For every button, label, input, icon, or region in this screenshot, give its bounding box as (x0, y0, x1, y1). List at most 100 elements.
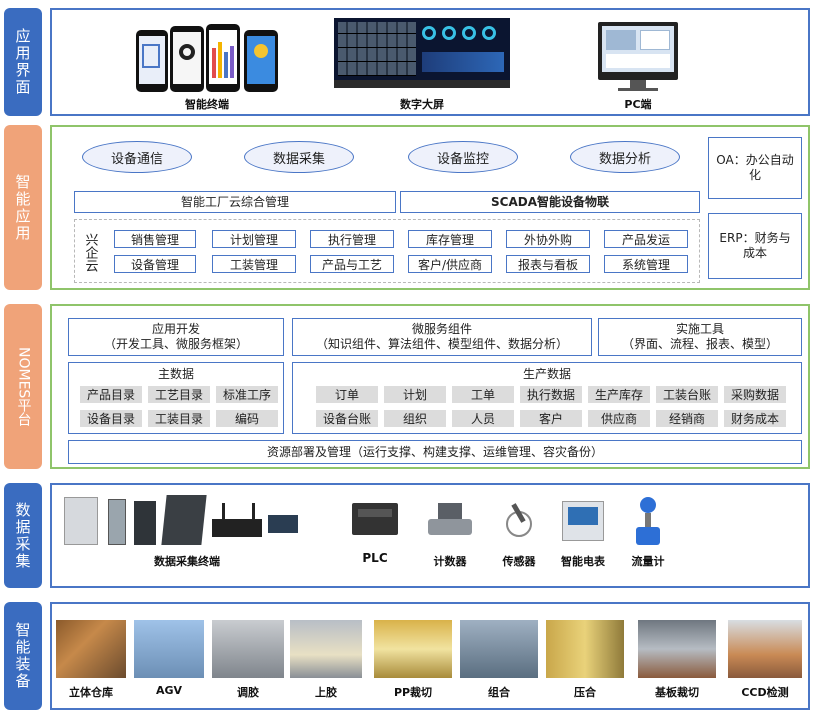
collect-terminal-label: 数据采集终端 (154, 555, 220, 568)
equip-label-assembly: 组合 (488, 686, 510, 699)
equip-image-board-cut (638, 620, 716, 678)
tools-box: 实施工具 （界面、流程、报表、模型） (598, 318, 802, 356)
smart-meter-label: 智能电表 (561, 555, 605, 568)
equip-label-glue-mix: 调胶 (237, 686, 259, 699)
oa-box: OA：办公自动化 (708, 137, 802, 199)
oval-device-comm: 设备通信 (82, 141, 192, 173)
equip-label-agv: AGV (155, 684, 183, 697)
master-item-tooling[interactable]: 工装目录 (148, 410, 210, 427)
platform-layer-panel: 应用开发 （开发工具、微服务框架） 微服务组件 （知识组件、算法组件、模型组件、… (50, 304, 810, 469)
module-outsource[interactable]: 外协外购 (506, 230, 590, 248)
cloud-mgmt-box: 智能工厂云综合管理 (74, 191, 396, 213)
prod-finance[interactable]: 财务成本 (724, 410, 786, 427)
prod-dealer[interactable]: 经销商 (656, 410, 718, 427)
pc-base (618, 88, 658, 91)
module-product-process[interactable]: 产品与工艺 (310, 255, 394, 273)
prod-device-ledger[interactable]: 设备台账 (316, 410, 378, 427)
equip-image-press (546, 620, 624, 678)
equip-image-glue-mix (212, 620, 284, 678)
digital-screen-label: 数字大屏 (400, 98, 444, 111)
resource-mgmt-box: 资源部署及管理（运行支撑、构建支撑、运维管理、容灾备份） (68, 440, 802, 464)
master-item-device[interactable]: 设备目录 (80, 410, 142, 427)
prod-customer[interactable]: 客户 (520, 410, 582, 427)
master-item-process[interactable]: 工艺目录 (148, 386, 210, 403)
prod-supplier[interactable]: 供应商 (588, 410, 650, 427)
master-title: 主数据 (157, 367, 194, 381)
section-label-equipment: 智能装备 (4, 602, 42, 710)
section-label-ui: 应用界面 (4, 8, 42, 116)
module-tooling[interactable]: 工装管理 (212, 255, 296, 273)
sensor-image (502, 503, 536, 539)
equip-label-press: 压合 (574, 686, 596, 699)
pc-monitor-image (598, 22, 678, 80)
cloud-name-label: 兴企云 (82, 232, 98, 272)
prod-staff[interactable]: 人员 (452, 410, 514, 427)
app-dev-box: 应用开发 （开发工具、微服务框架） (68, 318, 284, 356)
prod-plan[interactable]: 计划 (384, 386, 446, 403)
tools-sub: （界面、流程、报表、模型） (621, 337, 778, 351)
equip-label-pp-cut: PP裁切 (393, 686, 433, 699)
equip-label-ccd: CCD检测 (741, 686, 789, 699)
micro-title: 微服务组件 (411, 322, 472, 336)
module-stock[interactable]: 库存管理 (408, 230, 492, 248)
mobile-terminal-label: 智能终端 (185, 98, 229, 111)
prod-title: 生产数据 (522, 367, 571, 381)
collect-layer-panel: 数据采集终端 PLC 计数器 传感器 智能电表 流量计 (50, 483, 810, 588)
module-plan[interactable]: 计划管理 (212, 230, 296, 248)
flow-meter-image (636, 497, 660, 545)
plc-image (352, 503, 398, 535)
master-item-std-step[interactable]: 标准工序 (216, 386, 278, 403)
smart-meter-image (562, 501, 604, 541)
equipment-layer-panel: 立体仓库 AGV 调胶 上胶 PP裁切 组合 压合 基板裁切 CCD检测 (50, 602, 810, 710)
pc-label: PC端 (624, 98, 652, 111)
prod-org[interactable]: 组织 (384, 410, 446, 427)
plc-label: PLC (362, 551, 388, 565)
oval-device-monitor: 设备监控 (408, 141, 518, 173)
prod-tooling-ledger[interactable]: 工装台账 (656, 386, 718, 403)
pc-stand (630, 80, 646, 88)
mobile-terminal-image (136, 24, 282, 94)
counter-label: 计数器 (433, 555, 467, 568)
tools-title: 实施工具 (675, 322, 724, 336)
module-device[interactable]: 设备管理 (114, 255, 196, 273)
equip-label-warehouse: 立体仓库 (69, 686, 113, 699)
oval-data-collect: 数据采集 (244, 141, 354, 173)
app-dev-title: 应用开发 (151, 322, 200, 336)
module-shipping[interactable]: 产品发运 (604, 230, 688, 248)
equip-image-assembly (460, 620, 538, 678)
equip-image-gluing (290, 620, 362, 678)
prod-exec-data[interactable]: 执行数据 (520, 386, 582, 403)
equip-image-warehouse (56, 620, 126, 678)
microservice-box: 微服务组件 （知识组件、算法组件、模型组件、数据分析） (292, 318, 592, 356)
prod-order[interactable]: 订单 (316, 386, 378, 403)
counter-image (428, 503, 472, 539)
module-exec[interactable]: 执行管理 (310, 230, 394, 248)
section-label-platform: NOMES平台 (4, 304, 42, 469)
digital-screen-image (334, 18, 510, 80)
screen-base (334, 80, 510, 88)
module-sales[interactable]: 销售管理 (114, 230, 196, 248)
flow-meter-label: 流量计 (631, 555, 665, 568)
section-label-apps: 智能应用 (4, 125, 42, 290)
scada-box: SCADA智能设备物联 (400, 191, 700, 213)
apps-layer-panel: 设备通信 数据采集 设备监控 数据分析 智能工厂云综合管理 SCADA智能设备物… (50, 125, 810, 290)
equip-label-gluing: 上胶 (315, 686, 337, 699)
collect-terminal-image (60, 493, 300, 547)
erp-box: ERP：财务与成本 (708, 213, 802, 279)
module-system[interactable]: 系统管理 (604, 255, 688, 273)
app-dev-sub: （开发工具、微服务框架） (103, 337, 248, 351)
module-customer-supplier[interactable]: 客户/供应商 (408, 255, 492, 273)
master-item-product[interactable]: 产品目录 (80, 386, 142, 403)
prod-workorder[interactable]: 工单 (452, 386, 514, 403)
cloud-modules-frame (74, 219, 700, 283)
module-reports[interactable]: 报表与看板 (506, 255, 590, 273)
equip-image-pp-cut (374, 620, 452, 678)
prod-stock[interactable]: 生产库存 (588, 386, 650, 403)
prod-purchase[interactable]: 采购数据 (724, 386, 786, 403)
micro-sub: （知识组件、算法组件、模型组件、数据分析） (315, 337, 568, 351)
master-item-code[interactable]: 编码 (216, 410, 278, 427)
equip-image-ccd (728, 620, 802, 678)
sensor-label: 传感器 (502, 555, 536, 568)
equip-label-board-cut: 基板裁切 (655, 686, 699, 699)
equip-image-agv (134, 620, 204, 678)
